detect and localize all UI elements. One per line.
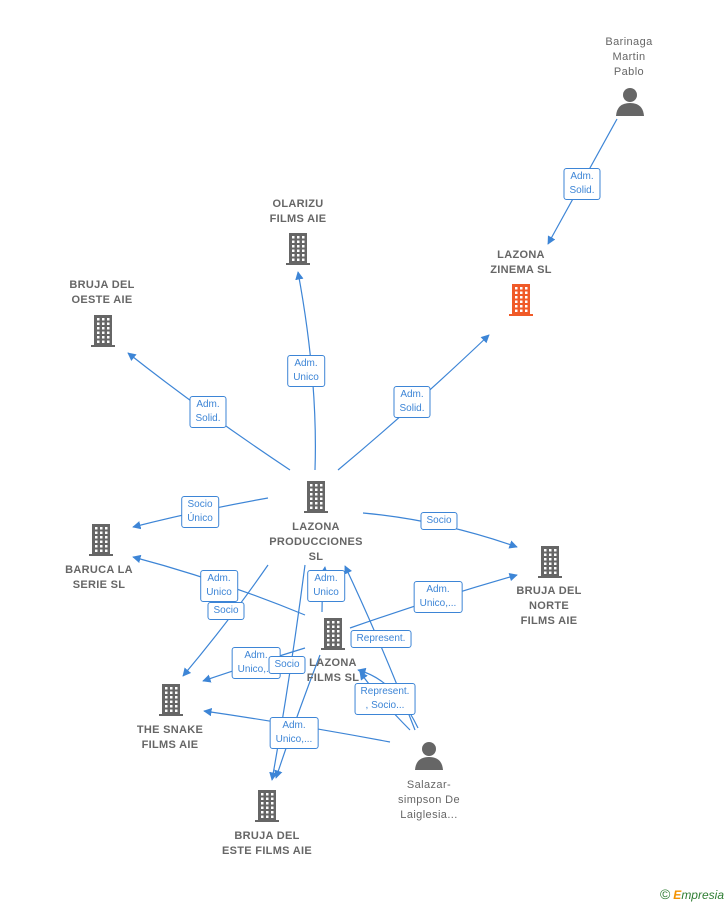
edges — [127, 118, 618, 781]
building-icon-bruja-oeste[interactable] — [91, 315, 115, 347]
person-icon-barinaga[interactable] — [616, 88, 644, 116]
node-label-snake[interactable]: THE SNAKE FILMS AIE — [136, 724, 204, 751]
node-label-lazona-producciones[interactable]: LAZONA PRODUCCIONES SL — [269, 521, 363, 563]
brand-name: mpresia — [681, 888, 724, 902]
edge-label-films-norte[interactable]: Adm. Unico,... — [413, 581, 463, 613]
edge-label-barinaga-zinema[interactable]: Adm. Solid. — [563, 168, 601, 200]
edge-label-producciones-olarizu[interactable]: Adm. Unico — [287, 355, 325, 387]
node-label-bruja-norte[interactable]: BRUJA DEL NORTE FILMS AIE — [516, 585, 582, 627]
edge-label-salazar-represent[interactable]: Represent. — [350, 630, 412, 648]
edge-label-producciones-norte[interactable]: Socio — [420, 512, 458, 530]
brand-initial: E — [673, 888, 682, 902]
edge-label-films-baruca[interactable]: Adm. Unico — [200, 570, 238, 602]
node-label-barinaga[interactable]: Barinaga Martin Pablo — [605, 36, 653, 78]
building-icon-lazona-films[interactable] — [321, 618, 345, 650]
edge-label-films-este[interactable]: Adm. Unico,... — [269, 717, 319, 749]
edge-producciones-este — [269, 564, 306, 781]
node-label-bruja-oeste[interactable]: BRUJA DEL OESTE AIE — [69, 279, 135, 306]
building-icon-olarizu[interactable] — [286, 233, 310, 265]
edge-films-snake-1 — [182, 564, 269, 677]
node-label-olarizu[interactable]: OLARIZU FILMS AIE — [269, 198, 327, 225]
node-label-lazona-zinema[interactable]: LAZONA ZINEMA SL — [490, 249, 552, 276]
person-icon-salazar[interactable] — [415, 742, 443, 770]
edge-label-films-baruca-socio[interactable]: Socio — [207, 602, 245, 620]
edge-label-films-snake-socio[interactable]: Socio — [268, 656, 306, 674]
copyright-icon: © — [659, 886, 671, 902]
node-icons — [89, 88, 644, 822]
building-icon-baruca[interactable] — [89, 524, 113, 556]
edge-label-salazar-films[interactable]: Represent. , Socio... — [354, 683, 416, 715]
brand-footer: ©Empresia — [660, 886, 724, 902]
building-icon-lazona-producciones[interactable] — [304, 481, 328, 513]
building-icon-lazona-zinema[interactable] — [509, 284, 533, 316]
edge-label-producciones-baruca[interactable]: Socio Único — [181, 496, 219, 528]
edge-label-films-producciones[interactable]: Adm. Unico — [307, 570, 345, 602]
edge-label-producciones-oeste[interactable]: Adm. Solid. — [189, 396, 227, 428]
building-icon-snake[interactable] — [159, 684, 183, 716]
node-label-salazar[interactable]: Salazar- simpson De Laiglesia... — [397, 779, 461, 821]
node-label-lazona-films[interactable]: LAZONA FILMS SL — [306, 657, 360, 684]
building-icon-bruja-norte[interactable] — [538, 546, 562, 578]
building-icon-bruja-este[interactable] — [255, 790, 279, 822]
node-label-bruja-este[interactable]: BRUJA DEL ESTE FILMS AIE — [222, 830, 312, 857]
node-label-baruca[interactable]: BARUCA LA SERIE SL — [65, 564, 133, 591]
edge-label-producciones-zinema[interactable]: Adm. Solid. — [393, 386, 431, 418]
